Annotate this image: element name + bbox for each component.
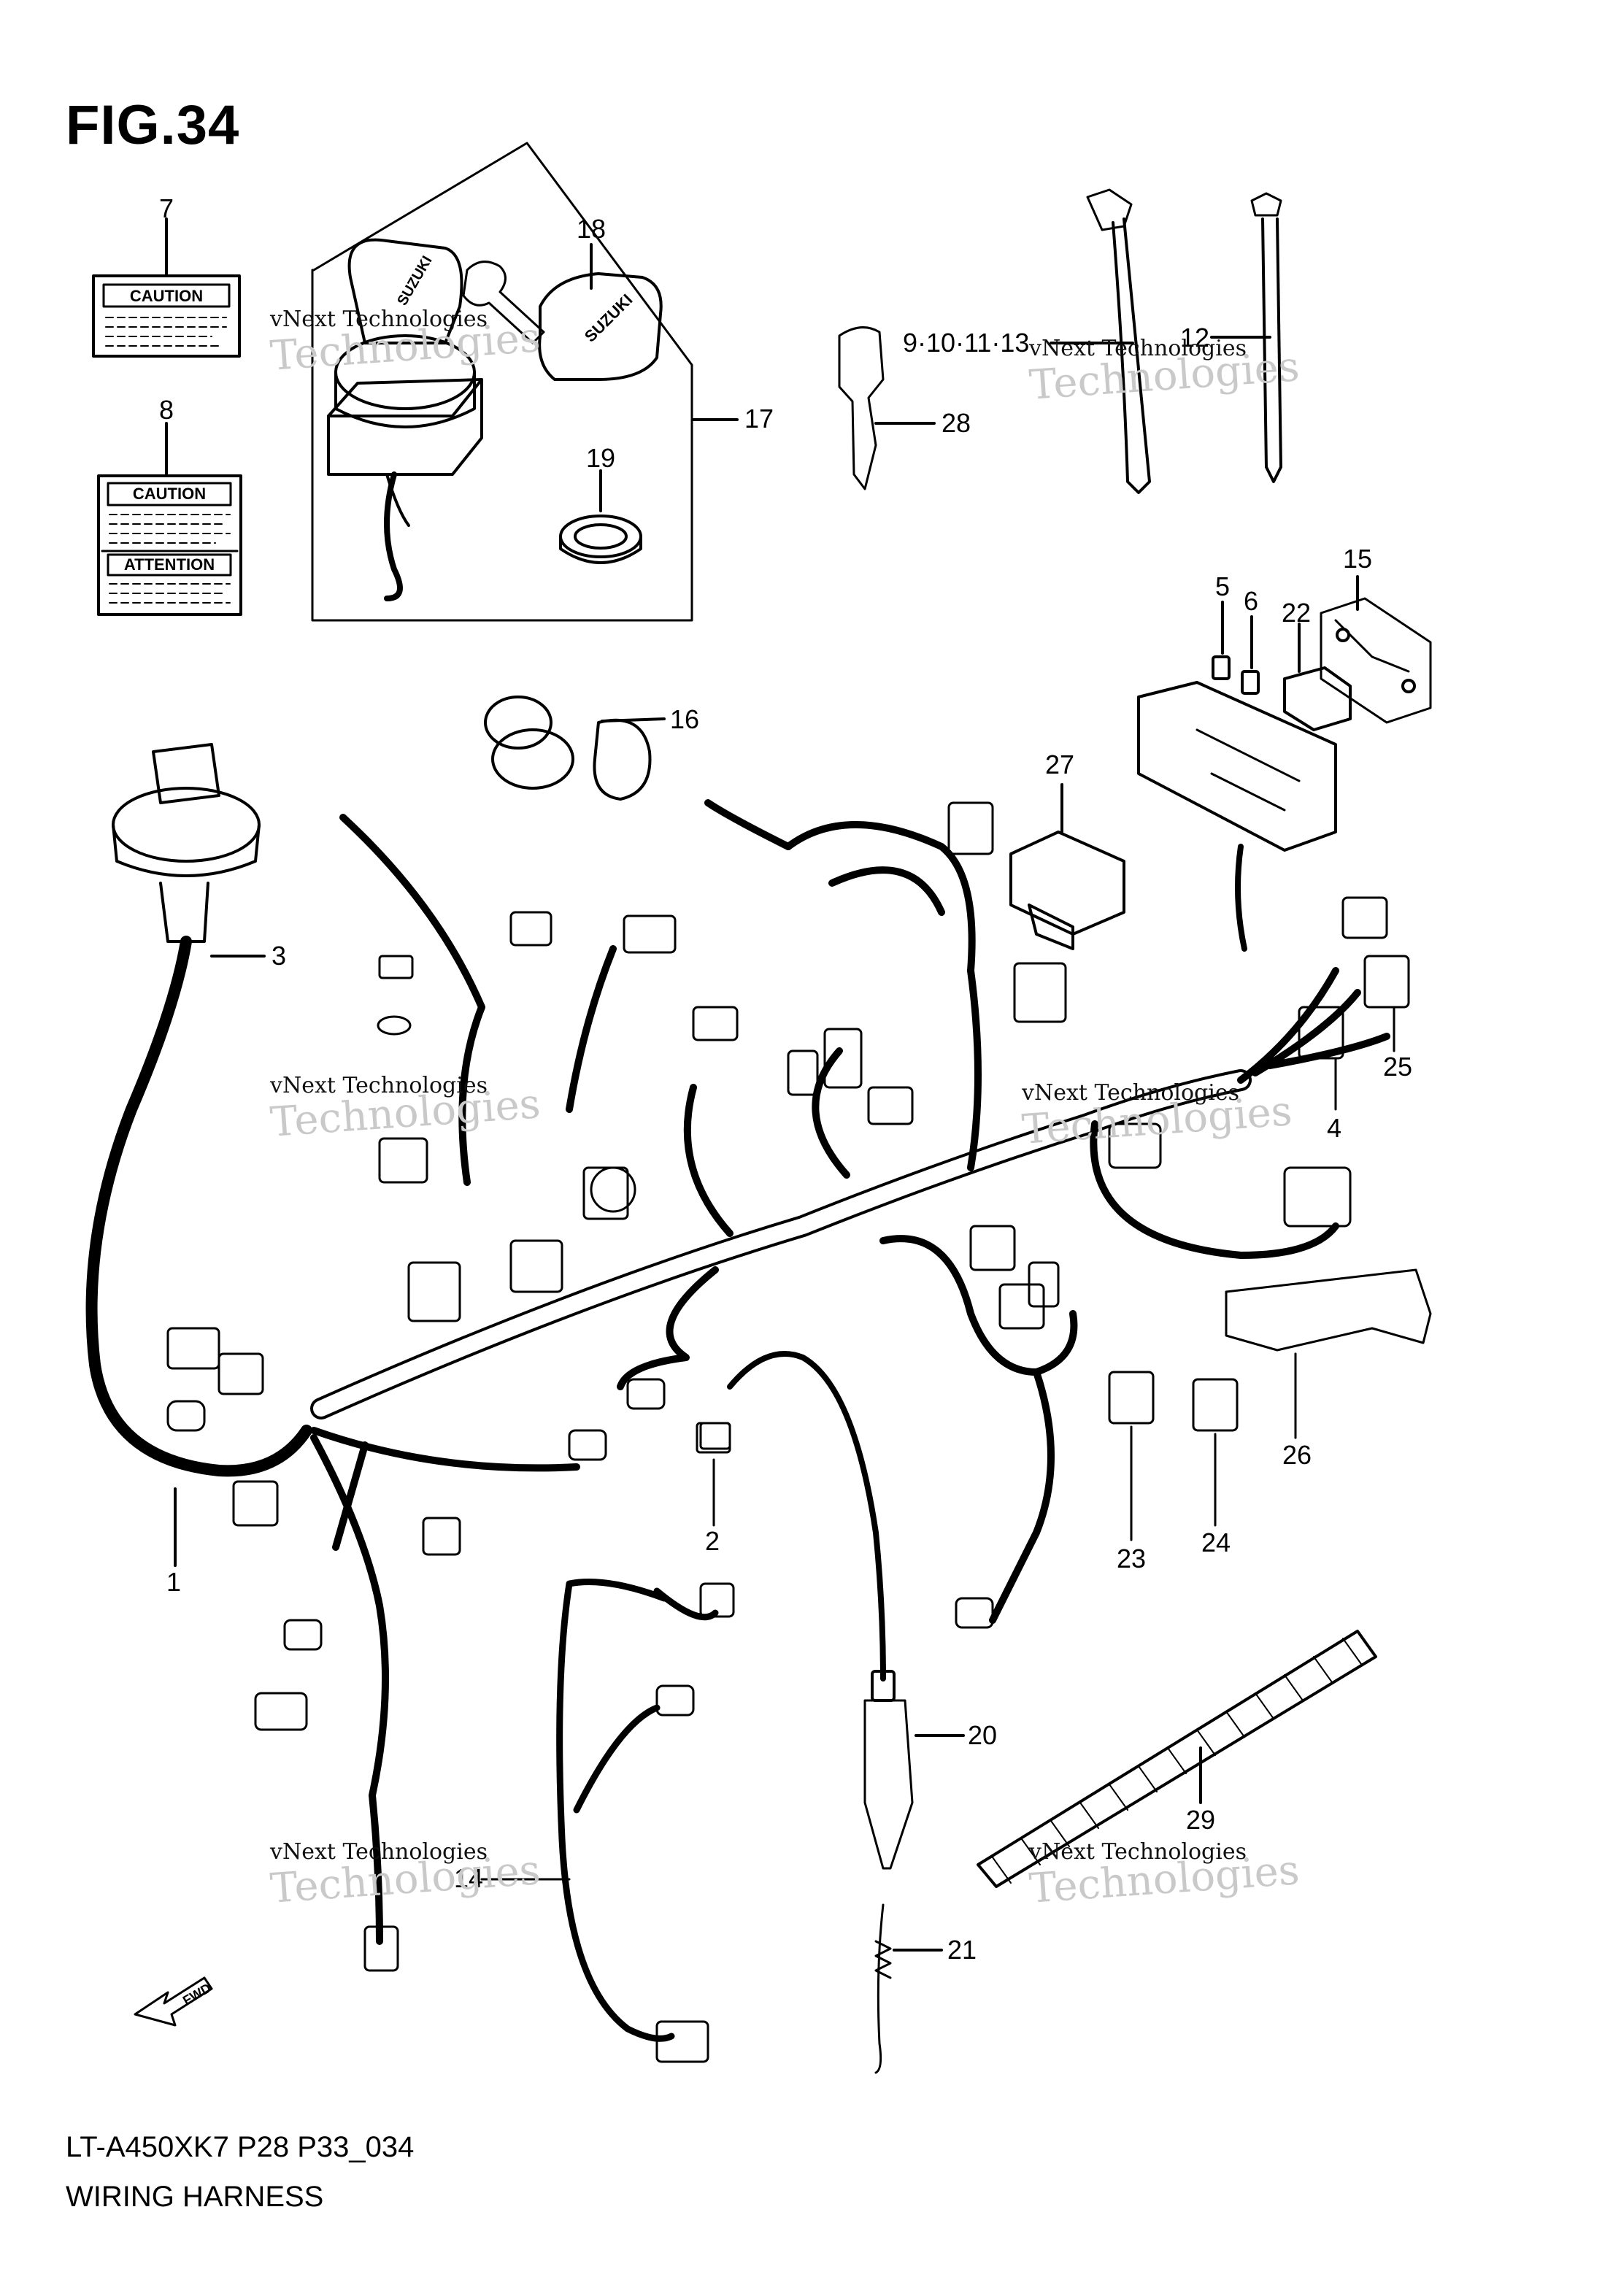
ring-nut-19 (559, 469, 642, 564)
connector-boot-3 (112, 743, 266, 958)
callout-19: 19 (586, 443, 616, 473)
ignition-switch-assembly-17: SUZUKI (311, 142, 739, 622)
relay-block-27 (1009, 783, 1125, 950)
bracket-15 (1320, 575, 1432, 724)
callout-8: 8 (159, 395, 174, 425)
attention-text-8: ATTENTION (124, 555, 215, 574)
main-harness-1 (85, 936, 1252, 1567)
callout-17: 17 (744, 404, 774, 434)
caution-text-7: CAUTION (130, 287, 203, 305)
leaders (1294, 1006, 1395, 1439)
brand-text-cap: SUZUKI (581, 290, 636, 346)
connector-2 (696, 1422, 731, 1527)
figure-name: WIRING HARNESS (66, 2181, 324, 2213)
sub-harness-14 (556, 1579, 719, 2042)
callout-7: 7 (159, 193, 174, 223)
caution-label-7: CAUTION (92, 217, 241, 358)
fuse-6 (1241, 615, 1260, 695)
figure-title: FIG.34 (66, 94, 240, 156)
spring-clip-21 (874, 1903, 943, 2074)
key-28 (838, 326, 936, 490)
callout-5: 5 (1215, 571, 1231, 601)
harness-branches (310, 799, 1390, 1945)
fuse-box (1137, 681, 1337, 952)
sub-harness-connectors (480, 1582, 735, 2063)
relay-22 (1283, 623, 1352, 731)
callout-23: 23 (1117, 1544, 1147, 1573)
callout-16: 16 (670, 704, 700, 734)
switch-cap-18: SUZUKI (538, 243, 663, 381)
model-code: LT-A450XK7 P28 P33_034 (66, 2131, 415, 2163)
brand-text-switch: SUZUKI (394, 253, 435, 308)
callout-26: 26 (1282, 1440, 1312, 1470)
callout-24: 24 (1201, 1528, 1231, 1557)
caution-text-8: CAUTION (133, 485, 206, 503)
wire-clamp-9-10-11-13 (1050, 188, 1151, 494)
callout-21: 21 (947, 1935, 977, 1965)
corrugated-tube-29 (977, 1630, 1377, 1888)
callout-4: 4 (1327, 1113, 1342, 1143)
callout-2: 2 (705, 1526, 720, 1556)
callout-1: 1 (166, 1567, 182, 1597)
caution-attention-label-8: CAUTION ATTENTION (97, 422, 242, 616)
callout-6: 6 (1244, 586, 1259, 616)
fuse-5 (1212, 601, 1231, 680)
callout-22: 22 (1282, 598, 1312, 628)
callout-18: 18 (577, 214, 607, 244)
accessory-socket-16 (484, 696, 666, 801)
cable-tie-12 (1210, 192, 1282, 483)
callout-29: 29 (1186, 1805, 1216, 1835)
callout-14: 14 (454, 1863, 484, 1893)
callout-3: 3 (272, 941, 287, 971)
callout-12: 12 (1180, 323, 1210, 353)
callout-25: 25 (1383, 1052, 1413, 1082)
callout-28: 28 (942, 408, 971, 438)
oxygen-sensor-20 (727, 1351, 965, 1870)
callout-15: 15 (1343, 544, 1373, 574)
callout-20: 20 (968, 1720, 998, 1750)
callout-9-10-11-13: 9·10·11·13 (903, 328, 1030, 358)
callout-27: 27 (1045, 750, 1075, 779)
forward-arrow-icon: FWD (134, 1976, 213, 2027)
